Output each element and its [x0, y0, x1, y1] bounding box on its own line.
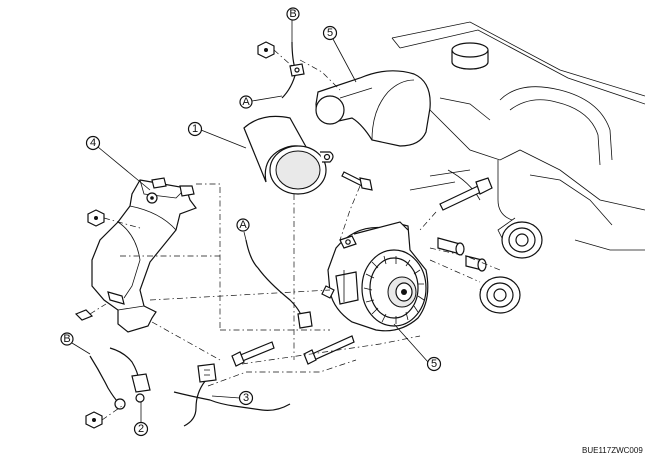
svg-text:1: 1 — [192, 123, 198, 135]
ref-label-b-left: B — [60, 332, 91, 355]
alternator-bracket-cover — [91, 177, 197, 333]
svg-text:B: B — [63, 333, 70, 345]
svg-text:B: B — [289, 8, 296, 20]
ground-cable-top — [281, 41, 305, 99]
svg-text:3: 3 — [243, 392, 249, 404]
svg-text:2: 2 — [138, 423, 144, 435]
alternator-lower-bolt-left — [231, 341, 275, 367]
ground-nut — [85, 411, 103, 429]
assembly-lines — [89, 49, 501, 421]
callout-part2: 2 — [133, 402, 149, 437]
svg-text:A: A — [239, 219, 247, 231]
oil-filler-cap — [451, 42, 489, 70]
ref-label-b-top: B — [286, 7, 300, 42]
figure-code: BUE117ZWC009 — [582, 446, 643, 455]
idler-pulley-lower — [479, 276, 521, 314]
svg-text:4: 4 — [90, 137, 96, 149]
alternator — [321, 221, 429, 332]
svg-text:A: A — [242, 96, 250, 108]
ref-label-a-top: A — [239, 95, 283, 109]
top-nut — [257, 41, 275, 59]
duct-bolt — [341, 171, 373, 191]
callout-part5-bottom: 5 — [393, 323, 442, 372]
wiring-harness — [173, 363, 291, 427]
air-intake-duct — [315, 70, 431, 147]
bracket-screw — [74, 309, 94, 321]
alternator-cooling-fins — [363, 255, 425, 324]
air-duct-tube — [243, 115, 334, 195]
callout-part5-top: 5 — [322, 25, 357, 83]
callout-part1: 1 — [187, 121, 247, 149]
spacer-collar-lower — [465, 255, 487, 272]
alternator-lower-bolt-right — [303, 335, 355, 365]
svg-text:5: 5 — [327, 27, 333, 39]
engine-block-outline — [391, 21, 645, 251]
ground-cable-part2 — [89, 347, 151, 410]
ref-label-a-mid: A — [236, 218, 250, 241]
alternator-upper-bolt — [439, 177, 493, 211]
svg-text:5: 5 — [431, 358, 437, 370]
alternator-terminal-wire — [245, 239, 313, 329]
idler-pulley-upper — [497, 217, 543, 259]
spacer-collar-upper — [437, 237, 465, 256]
bracket-nut — [87, 209, 105, 227]
callout-part4: 4 — [85, 135, 151, 191]
callout-part3: 3 — [211, 390, 254, 406]
